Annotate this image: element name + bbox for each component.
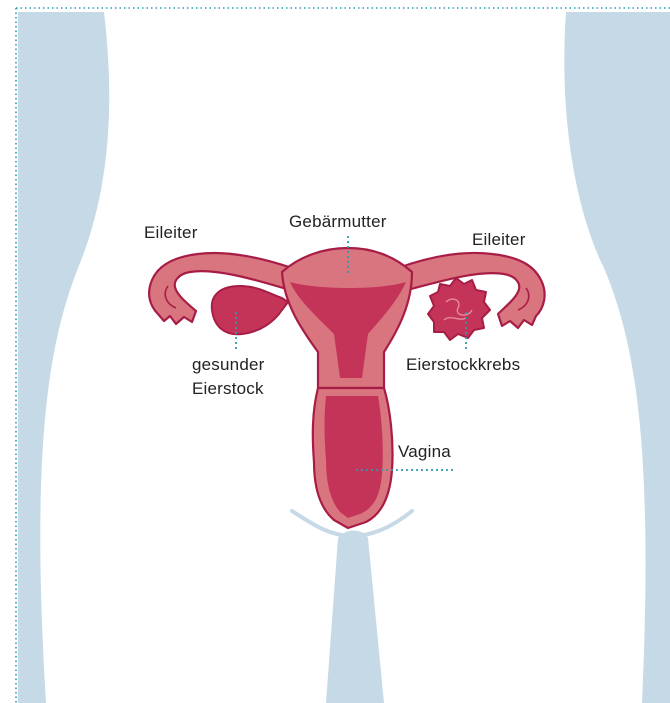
label-vagina: Vagina — [398, 441, 451, 463]
label-healthy-ovary-line1: gesunder — [192, 354, 265, 376]
cancerous-ovary — [428, 278, 490, 340]
label-left-fallopian-tube: Eileiter — [144, 222, 198, 244]
right-hip-silhouette — [564, 12, 670, 703]
left-hip-silhouette — [18, 12, 109, 703]
vagina-inner — [325, 396, 383, 518]
label-right-fallopian-tube: Eileiter — [472, 229, 526, 251]
inner-thigh-gap — [326, 531, 384, 703]
healthy-ovary — [212, 286, 288, 334]
label-healthy-ovary-line2: Eierstock — [192, 378, 264, 400]
label-uterus: Gebärmutter — [289, 211, 387, 233]
label-ovarian-cancer: Eierstockkrebs — [406, 354, 520, 376]
